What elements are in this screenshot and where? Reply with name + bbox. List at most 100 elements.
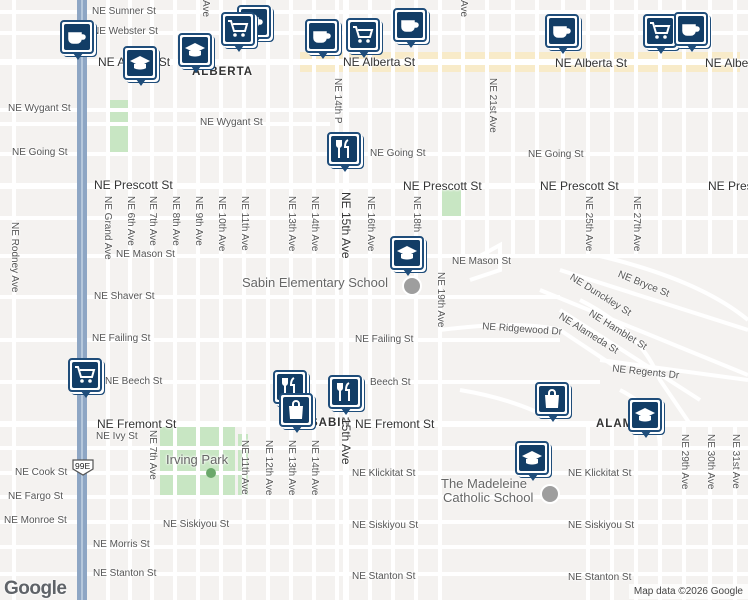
- avenue-label: NE 9th Ave: [193, 196, 204, 246]
- cafe-icon: [682, 24, 700, 36]
- street-label: NE Prescott St: [540, 179, 619, 193]
- street-label: NE Beech St: [105, 376, 163, 387]
- street-label: NE Klickitat St: [352, 468, 416, 479]
- shopping-bag-icon: [289, 400, 303, 419]
- school-icon: [130, 56, 150, 70]
- cafe-icon: [68, 32, 86, 44]
- avenue-label: NE 13th Ave: [286, 196, 297, 252]
- street-label: NE Mason St: [116, 249, 175, 260]
- route-99e-label: 99E: [75, 461, 91, 471]
- street-label: NE Mason St: [452, 256, 511, 267]
- park-poi-icon[interactable]: [206, 468, 216, 478]
- avenue-label: NE 11th Ave: [239, 196, 250, 251]
- street-label: NE Failing St: [92, 333, 151, 344]
- irving-park-label[interactable]: Irving Park: [166, 452, 229, 467]
- district-label: ALBERTA: [192, 66, 254, 78]
- avenue-label: NE 25th Ave: [583, 196, 594, 252]
- grocery-marker[interactable]: [68, 358, 102, 398]
- restaurant-icon: [337, 382, 350, 401]
- avenue-label: NE 31st Ave: [730, 434, 741, 489]
- cafe-marker[interactable]: [393, 8, 427, 48]
- avenue-label: Ave: [200, 0, 211, 18]
- school-marker[interactable]: [178, 33, 212, 73]
- street-label: Beech St: [370, 377, 411, 388]
- street-label: NE Siskiyou St: [352, 520, 419, 531]
- avenue-label: NE 11th Ave: [239, 440, 250, 495]
- street-label: NE Going St: [528, 149, 584, 160]
- avenue-label: NE 14th Ave: [309, 196, 320, 252]
- cafe-marker[interactable]: [60, 20, 94, 60]
- avenue-label: NE Rodney Ave: [9, 222, 20, 293]
- grocery-icon: [75, 366, 96, 383]
- school-marker[interactable]: [515, 441, 549, 481]
- street-label: NE Pres: [708, 179, 748, 193]
- restaurant-marker[interactable]: [327, 132, 361, 172]
- madeleine-label[interactable]: Catholic School: [443, 490, 534, 505]
- school-poi-icon[interactable]: [402, 276, 422, 296]
- street-label: NE Alberta: [705, 56, 748, 70]
- street-label: NE Prescott St: [94, 178, 173, 192]
- grocery-marker[interactable]: [221, 12, 255, 52]
- street-label: NE Alberta St: [343, 55, 416, 69]
- shopping-marker[interactable]: [279, 393, 313, 433]
- cafe-marker[interactable]: [674, 12, 708, 52]
- school-marker[interactable]: [390, 236, 424, 276]
- school-icon: [397, 246, 417, 260]
- grocery-icon: [650, 22, 671, 39]
- street-label: NE Klickitat St: [568, 468, 632, 479]
- sabin-school-label[interactable]: Sabin Elementary School: [242, 275, 388, 290]
- avenue-label: NE 29th Ave: [679, 434, 690, 490]
- restaurant-icon: [336, 139, 349, 158]
- avenue-label: NE 8th Ave: [170, 196, 181, 246]
- cafe-icon: [313, 31, 331, 43]
- grocery-icon: [353, 26, 374, 43]
- street-label: NE Failing St: [355, 334, 414, 345]
- shopping-marker[interactable]: [535, 382, 569, 422]
- street-label: NE Shaver St: [94, 291, 155, 302]
- school-icon: [185, 43, 205, 57]
- park-area: [438, 190, 464, 220]
- school-poi-icon[interactable]: [540, 484, 560, 504]
- grocery-marker[interactable]: [643, 14, 677, 54]
- avenue-label: NE 7th Ave: [147, 196, 158, 246]
- street-label: NE Sumner St: [92, 6, 156, 17]
- avenue-label: NE 6th Ave: [125, 196, 136, 246]
- avenue-label: NE 13th Ave: [286, 440, 297, 496]
- street-label: NE Monroe St: [4, 515, 67, 526]
- street-label: NE Wygant St: [8, 103, 71, 114]
- avenue-label: NE 18th: [411, 196, 422, 233]
- street-label: NE Morris St: [93, 539, 150, 550]
- street-label: NE Wygant St: [200, 117, 263, 128]
- street-label: NE Siskiyou St: [568, 520, 635, 531]
- avenue-label: NE 7th Ave: [147, 430, 158, 480]
- google-logo: Google: [4, 578, 67, 599]
- restaurant-marker[interactable]: [328, 375, 362, 415]
- cafe-icon: [553, 26, 571, 38]
- cafe-icon: [401, 20, 419, 32]
- street-label: NE Going St: [12, 147, 68, 158]
- grocery-marker[interactable]: [346, 18, 380, 58]
- street-label: NE Fremont St: [97, 417, 177, 431]
- school-marker[interactable]: [123, 46, 157, 86]
- avenue-label: NE 16th Ave: [365, 196, 376, 252]
- avenue-label: NE Grand Ave: [102, 196, 113, 260]
- madeleine-label[interactable]: The Madeleine: [441, 476, 527, 491]
- restaurant-icon: [282, 377, 295, 396]
- street-label: NE Stanton St: [93, 568, 157, 579]
- street-label: NE Prescott St: [403, 179, 482, 193]
- cafe-marker[interactable]: [545, 14, 579, 54]
- school-marker[interactable]: [628, 398, 662, 438]
- avenue-label: NE 10th Ave: [216, 196, 227, 252]
- street-label: NE Ivy St: [96, 431, 138, 442]
- street-label: NE Going St: [370, 148, 426, 159]
- map-attribution[interactable]: Map data ©2026 Google: [628, 584, 748, 599]
- street-label: NE Fargo St: [8, 491, 64, 502]
- cafe-marker[interactable]: [305, 19, 339, 59]
- avenue-label: NE 30th Ave: [705, 434, 716, 490]
- avenue-label: 15th Ave: [339, 418, 353, 465]
- avenue-label: NE 12th Ave: [263, 440, 274, 496]
- grocery-icon: [228, 20, 249, 37]
- street-label: NE Stanton St: [352, 571, 416, 582]
- street-label: NE Webster St: [92, 26, 158, 37]
